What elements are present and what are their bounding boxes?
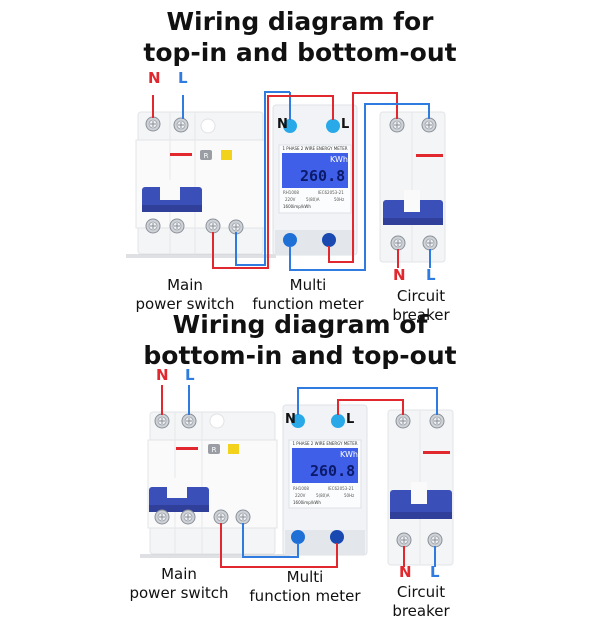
svg-text:R: R [212, 446, 217, 454]
reset-button [200, 150, 212, 160]
breaker-label-2: Circuit breaker [392, 583, 450, 620]
meter-terminal-n-label-2: N [285, 412, 296, 427]
meter-current-2: 5(80)A [316, 493, 330, 498]
switch-input-n-screw [145, 116, 161, 132]
meter-voltage: 220V [285, 197, 296, 202]
meter-standard: IEC62053-21 [318, 190, 344, 195]
meter-label-1: Multi function meter [252, 276, 364, 313]
input-l-label-2: L [185, 366, 195, 384]
wires-2 [161, 385, 438, 568]
meter-current: 5(80)A [306, 197, 320, 202]
main-power-switch-1: R [126, 111, 276, 258]
input-n-label-1: N [148, 69, 161, 87]
meter-terminal-l-label: L [341, 117, 350, 132]
main-power-switch-2: R [140, 411, 290, 558]
input-l-label-1: L [178, 69, 188, 87]
meter-imp: 1600imp/kWh [283, 204, 311, 209]
meter-terminal-n-label: N [277, 117, 288, 132]
svg-text:R: R [204, 152, 209, 160]
switch-label-2: Main power switch [129, 565, 229, 602]
switch-label-1: Main power switch [135, 276, 235, 313]
diagram2-title-line1: Wiring diagram of [172, 310, 428, 339]
input-n-label-2: N [156, 366, 169, 384]
meter-reading: 260.8 [300, 167, 346, 185]
energy-meter-1 [272, 104, 358, 256]
wiring-diagrams: R [126, 91, 454, 568]
output-l-label-2: L [430, 563, 440, 581]
output-n-label-1: N [393, 266, 406, 284]
meter-model: RH1008 [283, 190, 299, 195]
lcd-screen [282, 153, 348, 188]
meter-model-2: RH1008 [293, 486, 309, 491]
meter-unit-2: KWh [340, 450, 358, 459]
circuit-breaker-2 [387, 409, 454, 566]
output-n-label-2: N [399, 563, 412, 581]
diagram1-title-line2: top-in and bottom-out [143, 38, 457, 67]
circuit-breaker-1 [379, 111, 446, 263]
meter-standard-2: IEC62053-21 [328, 486, 354, 491]
meter-unit: KWh [330, 155, 348, 164]
meter-terminal-l-label-2: L [346, 412, 355, 427]
meter-imp-2: 1600imp/kWh [293, 500, 321, 505]
output-l-label-1: L [426, 266, 436, 284]
switch-output-n-screw [205, 218, 221, 234]
wires-1 [152, 91, 431, 271]
breaker-label-1: Circuit breaker [392, 287, 450, 324]
diagram1: R [126, 91, 446, 271]
meter-label-2: Multi function meter [249, 568, 361, 605]
test-button [221, 150, 232, 160]
meter-header-2: 1 PHASE 2 WIRE ENERGY METER [292, 441, 358, 446]
meter-terminal-n [283, 119, 297, 133]
switch-output-l-screw [228, 219, 244, 235]
meter-terminal-l [326, 119, 340, 133]
meter-reading-2: 260.8 [310, 462, 356, 480]
meter-frequency-2: 50Hz [344, 493, 355, 498]
switch-input-l-screw [173, 117, 189, 133]
status-indicator [170, 153, 192, 156]
diagram1-title-line1: Wiring diagram for [166, 7, 434, 36]
diagram2-title-line2: bottom-in and top-out [143, 341, 457, 370]
meter-voltage-2: 220V [295, 493, 306, 498]
energy-meter-2 [282, 404, 368, 556]
meter-header: 1 PHASE 2 WIRE ENERGY METER [282, 146, 348, 151]
diagram2: R [140, 385, 454, 568]
meter-frequency: 50Hz [334, 197, 345, 202]
